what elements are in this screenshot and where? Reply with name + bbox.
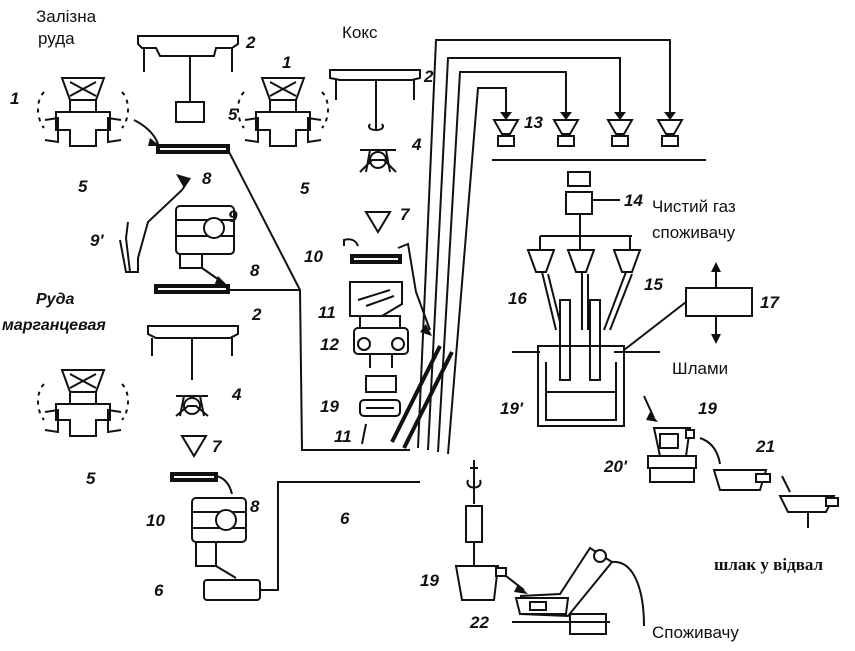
- num-17: 17: [760, 293, 780, 312]
- num-13: 13: [524, 113, 543, 132]
- label-iron-ore-line2: руда: [38, 29, 75, 48]
- bridge-crane-2c: [148, 326, 238, 380]
- num-21: 21: [755, 437, 775, 456]
- manganese-section: [38, 326, 420, 600]
- num-4b: 4: [231, 385, 242, 404]
- num-19c: 19: [698, 399, 717, 418]
- num-10b: 10: [146, 511, 165, 530]
- num-10a: 10: [304, 247, 323, 266]
- num-8b: 8: [250, 261, 260, 280]
- num-22: 22: [469, 613, 489, 632]
- num-5a: 5: [228, 105, 238, 124]
- num-14: 14: [624, 191, 643, 210]
- furnace-bath: [512, 346, 660, 426]
- num-9a: 9: [228, 207, 238, 226]
- num-8a: 8: [202, 169, 212, 188]
- iron-ore-grab-1: [38, 78, 128, 146]
- furnace-charging: [344, 212, 452, 448]
- num-6b: 6: [154, 581, 164, 600]
- label-clean-gas-line1: Чистий газ: [652, 197, 736, 216]
- num-4a: 4: [411, 135, 422, 154]
- label-clean-gas-line2: споживачу: [652, 223, 736, 242]
- label-manganese-line1: Руда: [36, 291, 74, 308]
- label-manganese-line2: марганцевая: [2, 317, 106, 334]
- num-2c: 2: [251, 305, 262, 324]
- casting-machine: [456, 460, 644, 634]
- slag-handling: [644, 396, 838, 528]
- num-19b: 19': [500, 399, 524, 418]
- manganese-bucket-4: [176, 396, 208, 416]
- label-sludge: Шлами: [672, 359, 728, 378]
- label-iron-ore-line1: Залізна: [36, 7, 97, 26]
- num-7a: 7: [400, 205, 411, 224]
- bridge-crane-2b: [330, 70, 420, 130]
- label-slag-dump: шлак у відвал: [714, 555, 824, 574]
- label-to-consumer: Споживачу: [652, 623, 739, 642]
- num-1a: 1: [10, 89, 19, 108]
- num-8c: 8: [250, 497, 260, 516]
- bridge-crane-2a: [138, 36, 238, 92]
- num-9b: 9': [90, 231, 104, 250]
- num-16: 16: [508, 289, 527, 308]
- ore-bunker-9: [120, 174, 300, 292]
- conveyor-top: [158, 146, 228, 152]
- num-19a: 19: [320, 397, 339, 416]
- num-2a: 2: [245, 33, 256, 52]
- num-2b: 2: [423, 67, 434, 86]
- num-1b: 1: [282, 53, 291, 72]
- coke-grab-1: [238, 78, 328, 146]
- num-19d: 19: [420, 571, 439, 590]
- skip-5: [176, 102, 204, 122]
- num-5b: 5: [78, 177, 88, 196]
- num-6a: 6: [340, 509, 350, 528]
- coke-section: [238, 70, 420, 172]
- num-5d: 5: [86, 469, 96, 488]
- coke-bucket-4: [360, 150, 396, 172]
- num-5c: 5: [300, 179, 310, 198]
- num-11b: 11: [334, 427, 352, 446]
- num-7b: 7: [212, 437, 223, 456]
- manganese-grab: [38, 370, 128, 436]
- label-coke: Кокс: [342, 23, 378, 42]
- num-15: 15: [644, 275, 663, 294]
- num-11a: 11: [318, 303, 336, 322]
- num-12: 12: [320, 335, 339, 354]
- num-20: 20': [603, 457, 628, 476]
